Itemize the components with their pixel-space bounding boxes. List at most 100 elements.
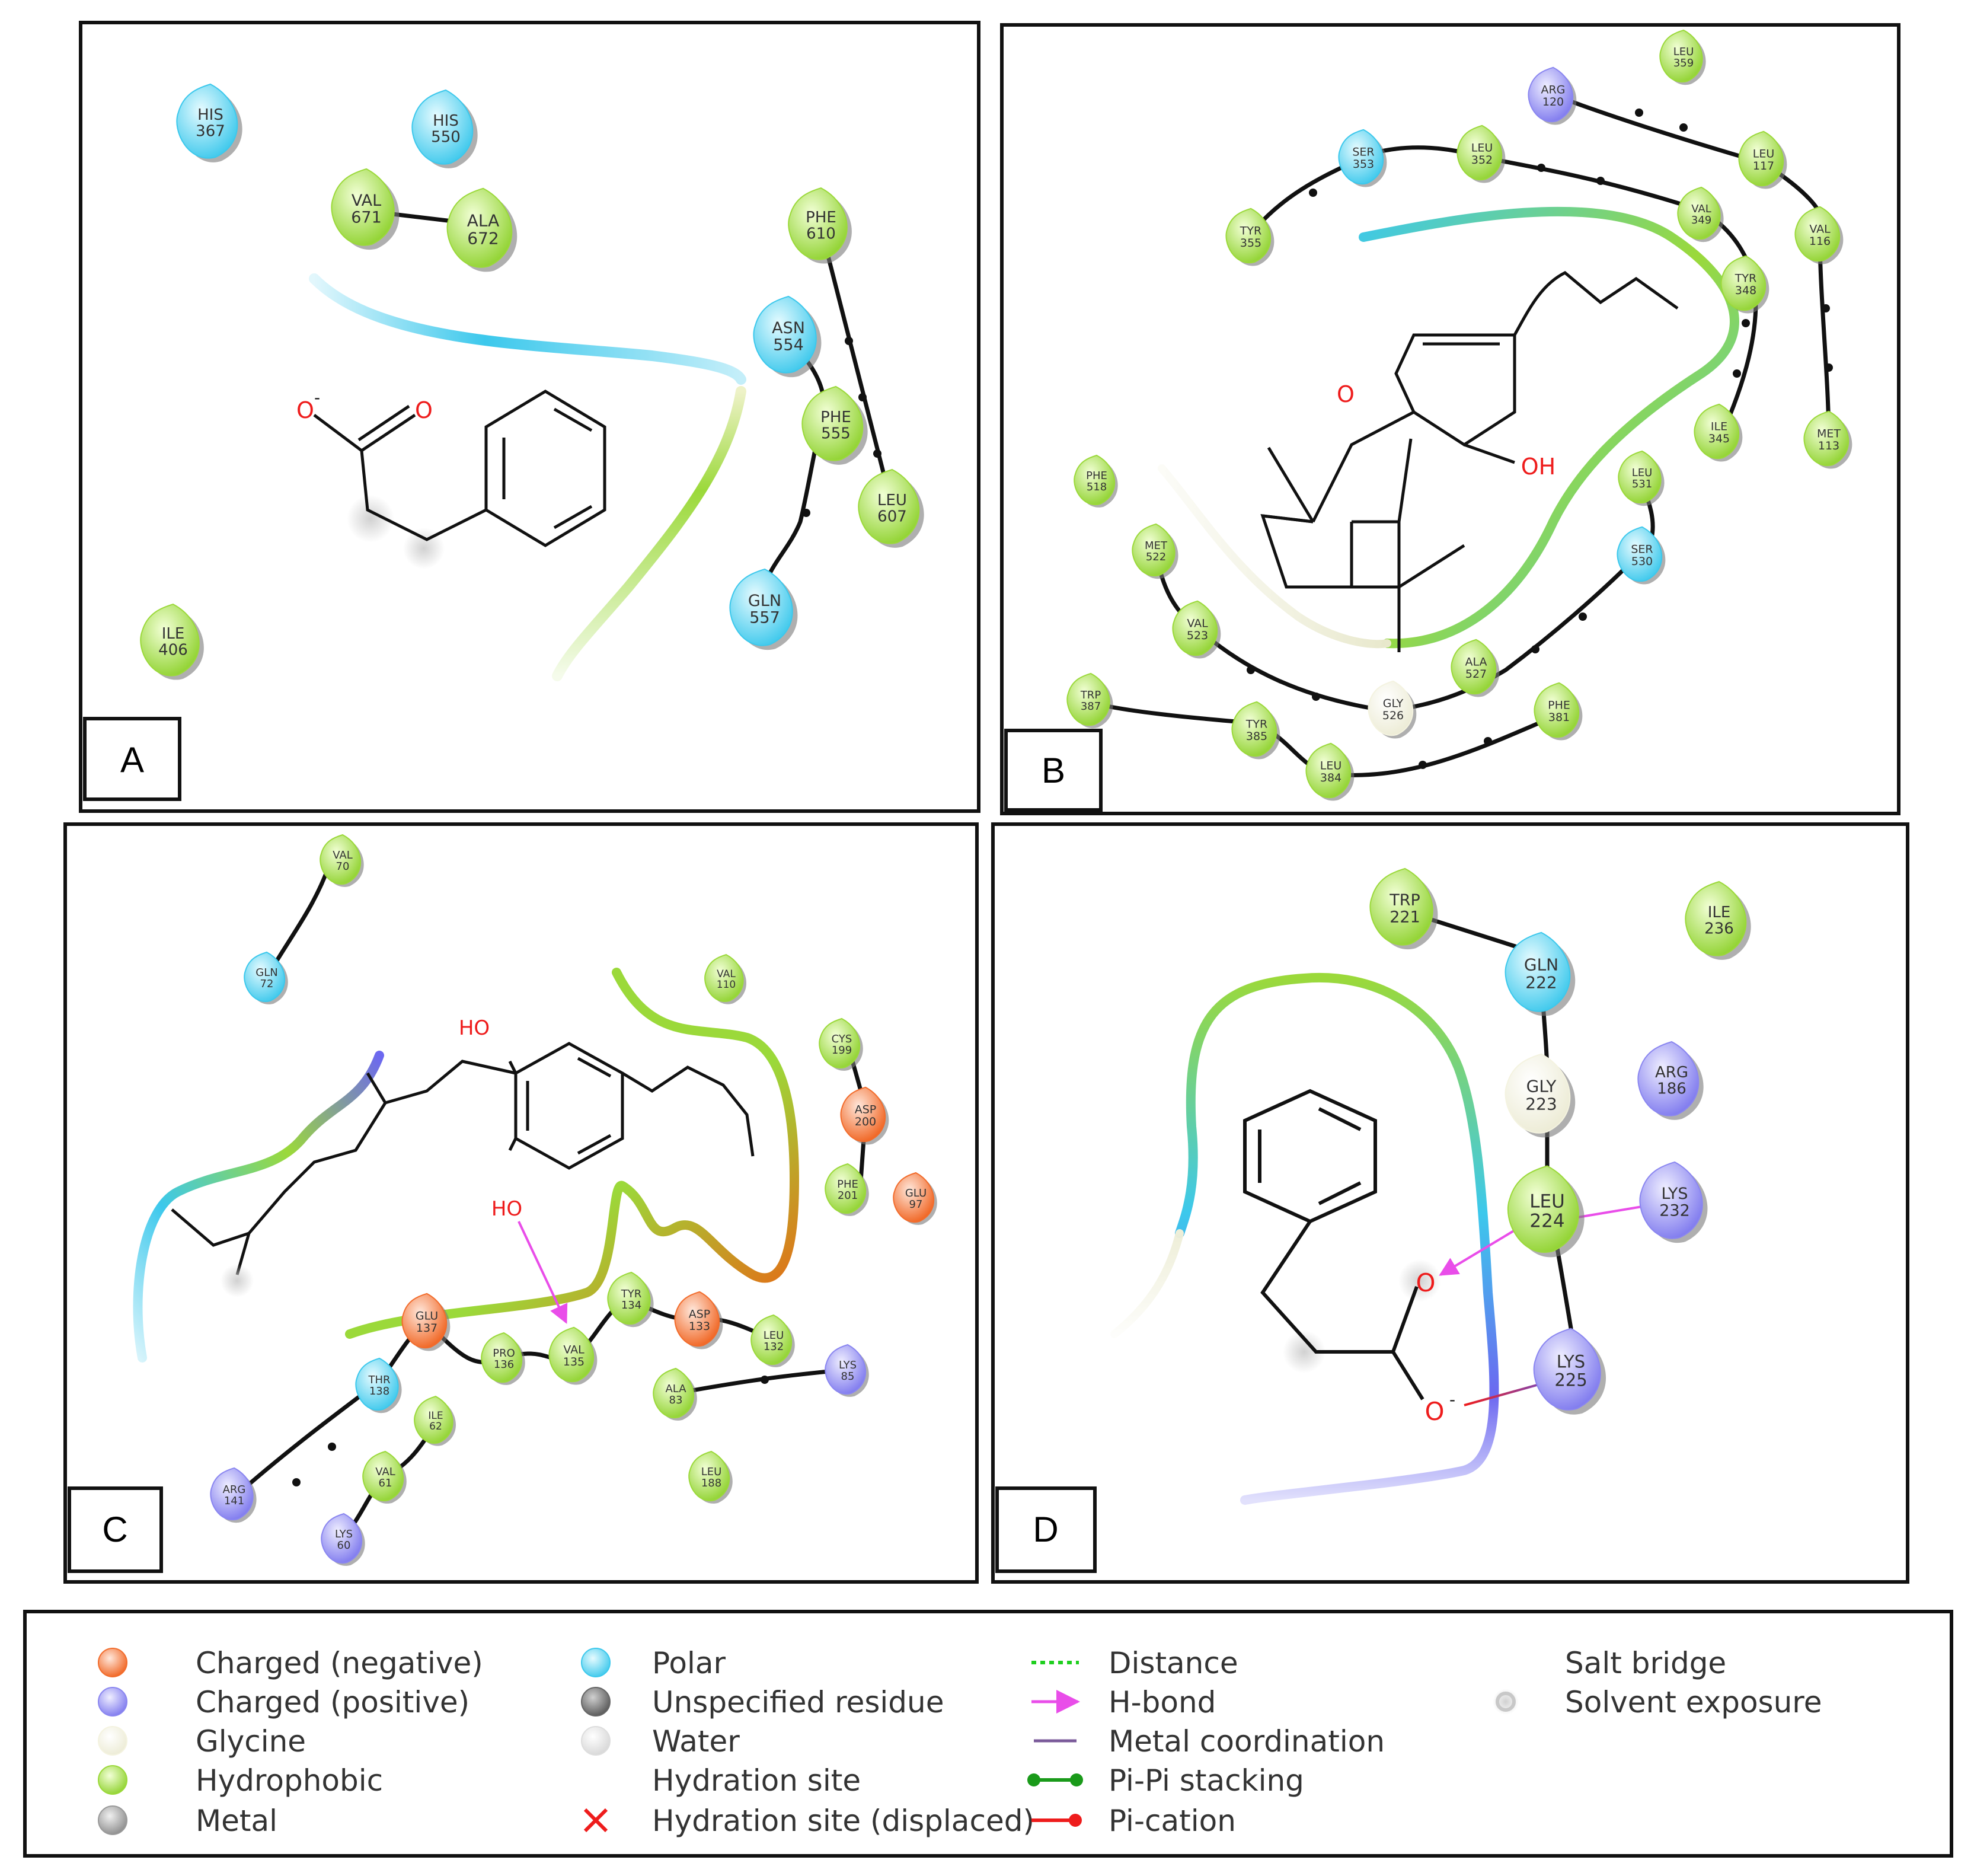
residue-name: VAL — [375, 1466, 395, 1478]
legend-icon-red-x — [583, 1808, 608, 1833]
residue-body — [729, 568, 793, 646]
residue-name: GLN — [1524, 955, 1558, 975]
residue-body — [414, 1396, 453, 1444]
residue-number: 385 — [1246, 730, 1267, 743]
residue-body — [858, 468, 920, 544]
ligand-C-hydroxyl-1: HO — [459, 1016, 490, 1040]
legend-label: Pi-Pi stacking — [1109, 1763, 1304, 1798]
ligand-B: O OH — [1260, 271, 1679, 652]
residue-body — [1533, 1328, 1601, 1411]
residue-number: 355 — [1240, 237, 1261, 250]
residue-number: 671 — [351, 209, 382, 227]
residue-number: 136 — [494, 1358, 514, 1371]
residue-number: 527 — [1465, 668, 1487, 681]
panel-D: D — [991, 822, 1909, 1584]
residue-number: 610 — [806, 225, 836, 243]
residue-body — [320, 834, 361, 885]
legend-label: Polar — [652, 1646, 726, 1680]
residue-body — [1369, 867, 1433, 946]
residue-number: 526 — [1382, 709, 1404, 722]
residue-body — [1694, 403, 1739, 460]
residue-name: PHE — [1086, 470, 1107, 482]
legend-label: H-bond — [1109, 1685, 1216, 1719]
residue-number: 387 — [1081, 700, 1101, 713]
residue-number: 236 — [1704, 920, 1734, 938]
legend-icon-positive — [98, 1687, 127, 1717]
ligand-A-oxygen-2: O — [415, 397, 433, 423]
residue-body — [1507, 1165, 1579, 1253]
residue-body — [1505, 931, 1571, 1012]
residue-name: PHE — [1548, 699, 1570, 712]
legend-icon-red-line-dot — [1031, 1814, 1082, 1827]
residue-number: 530 — [1631, 555, 1653, 568]
legend-item-metal: Metal — [98, 1804, 277, 1838]
ligand-B-hydroxyl: OH — [1521, 454, 1555, 480]
residue-body — [1617, 526, 1662, 582]
legend-label: Hydration site — [652, 1763, 861, 1798]
residue-body — [176, 83, 238, 159]
residue-body — [1803, 410, 1849, 467]
residue-number: 132 — [764, 1341, 784, 1353]
residue-body — [840, 1086, 886, 1143]
residue-number: 672 — [467, 229, 499, 248]
residue-body — [1172, 600, 1218, 656]
residue-name: TYR — [1245, 718, 1267, 731]
residue-name: ILE — [1708, 904, 1731, 921]
legend-item-glycine: Glycine — [98, 1724, 306, 1759]
panel-D-label-box — [995, 1486, 1097, 1573]
residue-number: 531 — [1632, 478, 1652, 490]
legend-icon-polar — [581, 1648, 611, 1677]
legend-item-salt-bridge: Salt bridge — [1482, 1646, 1726, 1680]
residue-body — [1534, 682, 1579, 738]
residue-name: LEU — [701, 1466, 722, 1478]
residue-body — [1225, 208, 1271, 264]
panel-B-border — [1000, 23, 1900, 815]
residue-name: GLU — [905, 1187, 927, 1199]
residue-name: ARG — [1541, 84, 1566, 97]
residue-name: PHE — [837, 1178, 858, 1191]
legend-label: Metal — [196, 1804, 277, 1838]
residue-body — [801, 385, 864, 461]
residue-body — [411, 89, 474, 165]
residue-body — [1528, 66, 1573, 123]
ligand-A-oxygen-1-charge: - — [314, 388, 320, 407]
residue-body — [1720, 255, 1766, 311]
residue-number: 348 — [1735, 284, 1756, 297]
residue-number: 200 — [855, 1115, 876, 1128]
legend-label: Distance — [1109, 1646, 1238, 1680]
residue-name: MET — [1145, 540, 1168, 552]
legend-label: Metal coordination — [1109, 1724, 1385, 1759]
residue-name: LEU — [1753, 148, 1775, 161]
residue-number: 85 — [841, 1370, 855, 1383]
residue-number: 557 — [749, 609, 780, 627]
residue-body — [140, 604, 200, 677]
residue-name: VAL — [1691, 203, 1711, 215]
residue-body — [819, 1017, 860, 1069]
residue-number: 133 — [689, 1320, 710, 1333]
residue-name: LEU — [1471, 142, 1493, 155]
residue-body — [331, 168, 395, 246]
legend-icon-green-dumbbell — [1027, 1773, 1083, 1786]
residue-name: VAL — [352, 192, 381, 210]
residue-body — [548, 1326, 594, 1383]
residue-number: 359 — [1673, 57, 1694, 69]
legend-item-charged-negative-: Charged (negative) — [98, 1646, 483, 1680]
residue-number: 222 — [1525, 973, 1557, 993]
